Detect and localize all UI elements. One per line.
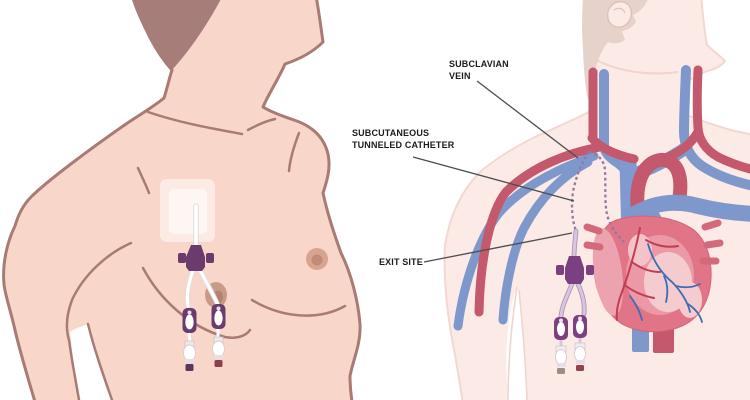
exit-tube <box>572 229 578 259</box>
cap-maroon <box>214 360 223 367</box>
clamp-right <box>211 304 226 329</box>
label-exit-site: EXIT SITE <box>379 256 423 268</box>
luer-right <box>574 342 586 371</box>
heart-illustration <box>583 215 724 333</box>
leader-line-tunneled-catheter <box>412 156 575 202</box>
label-tunneled-catheter-line1: SUBCUTANEOUS <box>352 128 430 138</box>
torso-edge-line <box>86 322 114 400</box>
catheter-in-vein-path <box>588 150 625 243</box>
label-subclavian-vein: SUBCLAVIAN VEIN <box>449 58 509 82</box>
leader-line-subclavian-vein <box>476 80 579 159</box>
axillary-artery <box>474 142 605 317</box>
aortic-arch <box>630 152 688 225</box>
luer-left <box>183 340 196 371</box>
lumen-tubes <box>185 268 219 308</box>
ear-inner-line <box>613 7 626 14</box>
right-carotid-subclavian-artery <box>692 65 750 174</box>
hub-wing-left <box>178 253 186 263</box>
heart-highlight-lower <box>678 282 702 318</box>
clamp-to-luer-tubes <box>187 329 220 343</box>
coronary-arteries <box>615 227 679 321</box>
lumen-tubes <box>559 282 586 318</box>
label-tunneled-catheter-line2: TUNNELED CATHETER <box>352 140 455 150</box>
clamp-left <box>182 308 197 333</box>
axillary-fold-line <box>65 241 133 400</box>
left-figure-hair <box>132 0 221 70</box>
catheter-hub <box>186 245 205 271</box>
left-figure-contours <box>65 110 347 400</box>
hub-wing-right <box>206 253 214 263</box>
clamp-right <box>573 315 587 338</box>
figure-left-torso <box>2 0 362 400</box>
clamp-left <box>554 317 568 340</box>
hub-wing-right <box>586 265 594 275</box>
right-breast-fold <box>250 298 347 317</box>
catheter-dashed-paths <box>570 150 625 243</box>
shoulder-crease <box>136 166 151 195</box>
pulmonary-vein-stubs <box>583 219 724 265</box>
right-arm-contours <box>507 286 528 400</box>
arch-branch-left <box>587 133 639 164</box>
clavicle-outer-line <box>246 117 277 132</box>
luer-right <box>212 336 225 367</box>
ear <box>606 0 633 28</box>
hub-wing-left <box>556 265 564 275</box>
figure-right-anatomy <box>412 0 750 400</box>
right-figure-hair <box>582 0 648 106</box>
deltoid-chest-line <box>287 131 301 173</box>
catheter-left-figure <box>178 203 226 371</box>
label-subclavian-vein-line1: SUBCLAVIAN <box>449 59 509 69</box>
dressing-gauze-pad <box>169 189 207 234</box>
nipple-center <box>311 254 323 266</box>
label-exit-site-line1: EXIT SITE <box>379 257 423 267</box>
cap-purple <box>185 364 194 371</box>
leader-line-exit-site <box>423 232 573 263</box>
catheter-tunnel-path <box>570 151 590 232</box>
clavicle-line <box>146 110 244 136</box>
luer-left <box>555 345 567 374</box>
cap-maroon <box>576 365 584 371</box>
coronary-veins <box>629 243 703 323</box>
left-breast-fold <box>141 266 252 339</box>
cap-tan <box>557 368 565 374</box>
catheter-hub <box>565 256 584 284</box>
jaw-shadow-line <box>595 59 679 75</box>
heart-highlight-upper <box>628 234 652 266</box>
cephalic-vein <box>498 157 593 325</box>
label-subclavian-vein-line2: VEIN <box>449 71 471 81</box>
leader-lines <box>412 80 579 263</box>
left-arm-torso-gap <box>70 324 112 400</box>
label-tunneled-catheter: SUBCUTANEOUS TUNNELED CATHETER <box>352 127 454 151</box>
catheter-right-figure <box>554 228 594 374</box>
